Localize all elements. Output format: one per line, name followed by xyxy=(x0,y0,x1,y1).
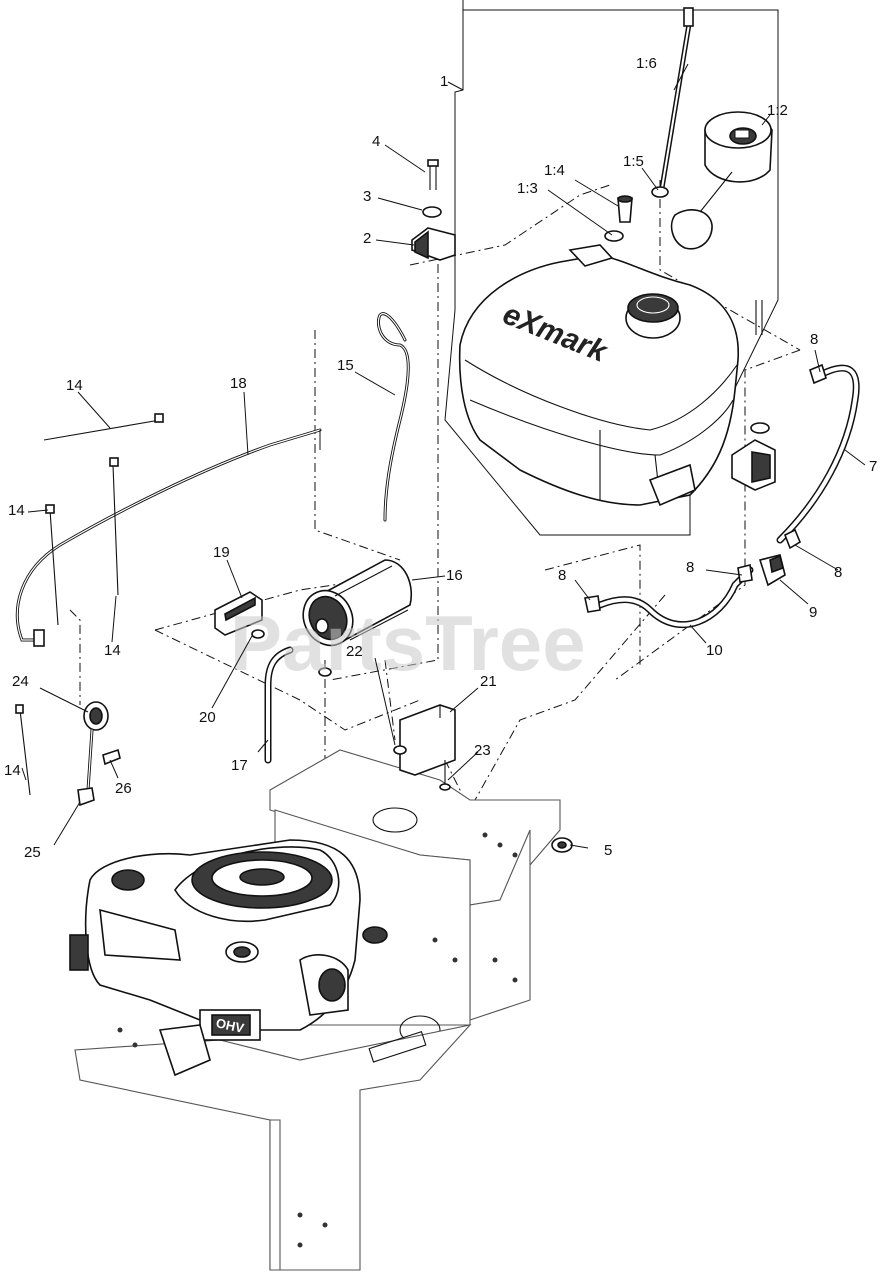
cable-ties xyxy=(15,413,164,796)
callout-4: 4 xyxy=(372,133,380,150)
callout-15: 15 xyxy=(337,357,354,374)
callout-8-middle: 8 xyxy=(686,559,694,576)
fuel-filter-canister xyxy=(302,559,412,647)
callout-26: 26 xyxy=(115,780,132,797)
callout-20: 20 xyxy=(199,709,216,726)
callout-labels: 1 1:2 1:3 1:4 1:5 1:6 2 3 4 5 7 8 8 8 8 … xyxy=(4,55,877,861)
callout-7: 7 xyxy=(869,458,877,475)
callout-14-bottom: 14 xyxy=(4,762,21,779)
bracket-19 xyxy=(214,591,265,639)
fuel-tank: eXmark xyxy=(458,244,740,507)
callout-21: 21 xyxy=(480,673,497,690)
callout-1: 1 xyxy=(440,73,448,90)
engine: OHV xyxy=(69,839,388,1077)
fuel-gauge-rod xyxy=(651,7,694,198)
watermark: PartsTree xyxy=(230,599,586,687)
callout-1-6: 1:6 xyxy=(636,55,657,72)
fuel-cap xyxy=(670,111,773,250)
fuel-pump-24 xyxy=(77,701,121,807)
callout-14-middle: 14 xyxy=(104,642,121,659)
callout-14-top: 14 xyxy=(66,377,83,394)
leader-lines xyxy=(21,63,866,849)
callout-17: 17 xyxy=(231,757,248,774)
callout-3: 3 xyxy=(363,188,371,205)
callout-18: 18 xyxy=(230,375,247,392)
callout-1-3: 1:3 xyxy=(517,180,538,197)
callout-22: 22 xyxy=(346,643,363,660)
callout-16: 16 xyxy=(446,567,463,584)
hose-17 xyxy=(264,646,294,764)
vent-line-15 xyxy=(376,312,410,522)
callout-8-left: 8 xyxy=(558,567,566,584)
engine-ohv-badge: OHV xyxy=(215,1015,246,1036)
callout-14-left: 14 xyxy=(8,502,25,519)
callout-25: 25 xyxy=(24,844,41,861)
fuel-hose-10 xyxy=(584,554,786,629)
callout-2: 2 xyxy=(363,230,371,247)
callout-23: 23 xyxy=(474,742,491,759)
tank-clamp-left xyxy=(411,159,456,261)
callout-8-top: 8 xyxy=(810,331,818,348)
callout-1-5: 1:5 xyxy=(623,153,644,170)
line-18 xyxy=(15,428,322,647)
tank-assembly-outline xyxy=(444,0,779,536)
fuel-hose-7 xyxy=(776,363,860,550)
callout-1-2: 1:2 xyxy=(767,102,788,119)
tank-clamp-right xyxy=(731,300,776,491)
callout-10: 10 xyxy=(706,642,723,659)
bracket-21 xyxy=(318,667,456,791)
callout-5: 5 xyxy=(604,842,612,859)
callout-9: 9 xyxy=(809,604,817,621)
callout-1-4: 1:4 xyxy=(544,162,565,179)
callout-19: 19 xyxy=(213,544,230,561)
tank-grommets xyxy=(604,195,633,242)
callout-24: 24 xyxy=(12,673,29,690)
callout-8-right: 8 xyxy=(834,564,842,581)
flange-nut xyxy=(551,837,573,853)
